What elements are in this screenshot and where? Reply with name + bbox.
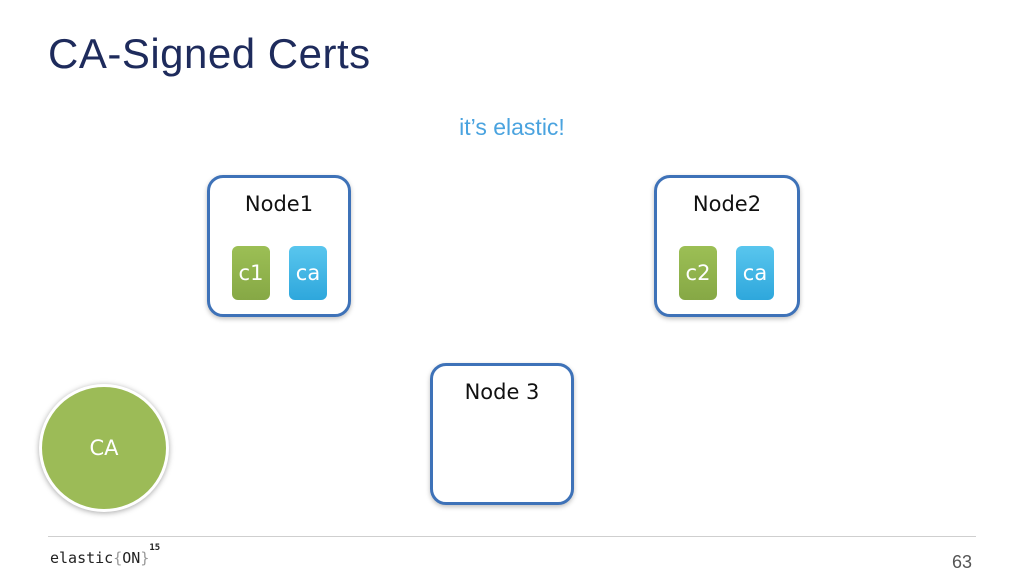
node2-box: Node2 c2 ca bbox=[654, 175, 800, 317]
node2-label: Node2 bbox=[692, 192, 762, 216]
elastic-on-logo: elastic{ON}15 bbox=[50, 543, 160, 567]
node3-box: Node 3 bbox=[430, 363, 574, 505]
node2-cert-c2: c2 bbox=[679, 246, 717, 300]
ca-label: CA bbox=[89, 436, 119, 460]
node1-cert-ca: ca bbox=[289, 246, 327, 300]
cert-label: c2 bbox=[685, 261, 711, 285]
node1-label: Node1 bbox=[244, 192, 314, 216]
logo-open-brace: { bbox=[113, 549, 123, 567]
ca-circle: CA bbox=[39, 384, 169, 512]
logo-text: elastic bbox=[50, 549, 114, 567]
cert-label: c1 bbox=[238, 261, 264, 285]
cert-label: ca bbox=[742, 261, 768, 285]
slide-subtitle: it’s elastic! bbox=[459, 114, 565, 140]
footer-divider bbox=[48, 536, 976, 537]
slide-title: CA-Signed Certs bbox=[48, 30, 371, 77]
page-number: 63 bbox=[951, 552, 972, 572]
logo-brand: ON bbox=[122, 549, 141, 567]
node1-cert-c1: c1 bbox=[232, 246, 270, 300]
cert-label: ca bbox=[295, 261, 321, 285]
logo-year: 15 bbox=[149, 543, 161, 553]
node2-cert-ca: ca bbox=[736, 246, 774, 300]
node3-label: Node 3 bbox=[464, 380, 540, 404]
logo-close-brace: } bbox=[140, 549, 150, 567]
node1-box: Node1 c1 ca bbox=[207, 175, 351, 317]
